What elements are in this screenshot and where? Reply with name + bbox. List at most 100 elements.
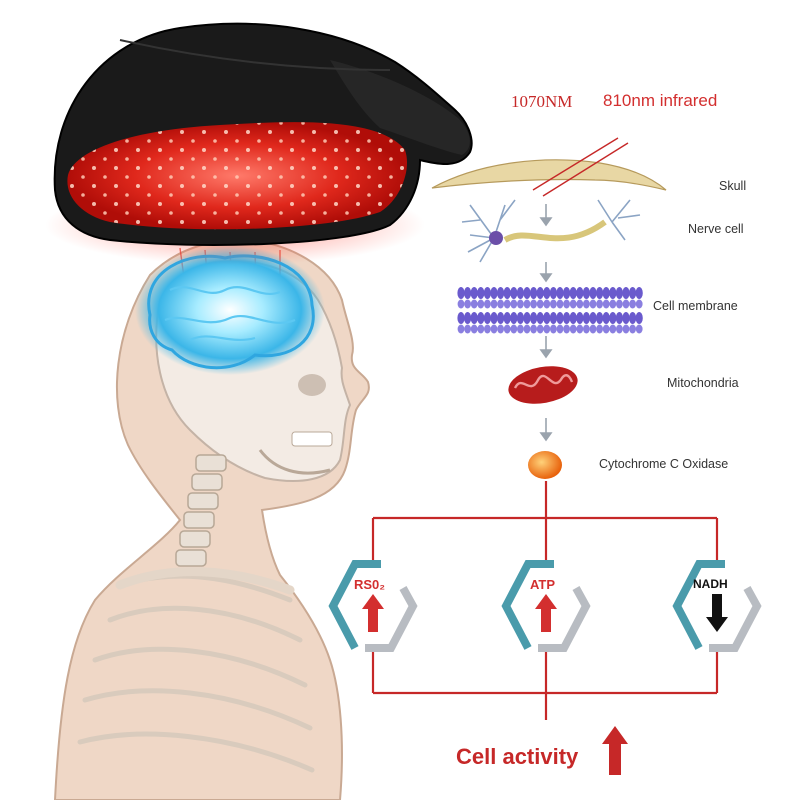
lipid-bead xyxy=(615,312,624,324)
lipid-bead xyxy=(457,299,465,309)
up-arrow-icon xyxy=(535,594,557,632)
lipid-bead xyxy=(503,324,511,334)
cell-activity-label: Cell activity xyxy=(456,744,579,769)
lipid-bead xyxy=(576,287,584,299)
skull-arc xyxy=(431,159,667,191)
lipid-bead xyxy=(629,299,636,309)
laser-cap xyxy=(53,22,473,246)
lipid-bead xyxy=(510,312,518,324)
eye-socket xyxy=(298,374,326,396)
lipid-bead xyxy=(635,299,643,309)
lipid-bead xyxy=(484,324,491,334)
lipid-bead xyxy=(576,324,584,334)
lipid-bead xyxy=(563,312,571,324)
indicator-0 xyxy=(328,560,418,652)
lipid-bead xyxy=(470,324,478,334)
indicator-1 xyxy=(501,560,591,652)
cap-brim xyxy=(330,60,470,155)
lipid-bead xyxy=(596,299,603,309)
spine xyxy=(175,454,227,567)
laser-line-2 xyxy=(542,142,629,197)
cell-membrane xyxy=(457,287,643,334)
lipid-bead xyxy=(477,299,485,309)
lipid-bead xyxy=(576,312,584,324)
lipid-bead xyxy=(477,324,485,334)
lipid-bead xyxy=(516,312,525,324)
lipid-bead xyxy=(510,324,518,334)
lipid-bead xyxy=(583,299,590,309)
lipid-bead xyxy=(596,324,603,334)
lipid-bead xyxy=(530,299,537,309)
lipid-bead xyxy=(602,299,610,309)
lipid-bead xyxy=(523,312,531,324)
lipid-bead xyxy=(609,287,617,299)
nerve-cell-label: Nerve cell xyxy=(688,222,744,236)
clavicle xyxy=(115,567,295,595)
lipid-bead xyxy=(497,299,504,309)
lipid-bead xyxy=(543,312,551,324)
lipid-bead xyxy=(589,312,597,324)
wavelength-1070nm-label: 1070NM xyxy=(511,92,573,111)
lipid-bead xyxy=(536,287,544,299)
indicator-group xyxy=(328,560,762,652)
cell-membrane-label: Cell membrane xyxy=(653,299,738,313)
lipid-bead xyxy=(530,312,538,324)
hexagon-teal-stroke xyxy=(501,560,554,650)
lipid-bead xyxy=(635,324,643,334)
jaw xyxy=(258,449,331,475)
lipid-bead xyxy=(543,299,551,309)
lipid-bead xyxy=(563,324,570,334)
lipid-bead xyxy=(556,324,564,334)
hexagon-gray-stroke xyxy=(538,586,591,652)
lipid-bead xyxy=(477,312,485,324)
lipid-bead xyxy=(497,324,504,334)
lipid-bead xyxy=(536,312,544,324)
lipid-bead xyxy=(464,324,471,334)
lipid-bead xyxy=(536,324,544,334)
lipid-bead xyxy=(484,299,491,309)
atp-indicator-label: ATP xyxy=(530,577,556,592)
lipid-bead xyxy=(543,287,551,299)
lipid-bead xyxy=(629,287,637,299)
cell-activity-up-arrow xyxy=(602,726,628,775)
lipid-bead xyxy=(569,287,577,299)
lipid-bead xyxy=(589,299,597,309)
lipid-bead xyxy=(523,324,531,334)
lipid-bead xyxy=(609,324,617,334)
lipid-bead xyxy=(523,299,531,309)
lipid-bead xyxy=(550,299,557,309)
lipid-bead xyxy=(622,287,630,299)
indicator-2 xyxy=(672,560,762,652)
lipid-bead xyxy=(556,312,564,324)
lipid-bead xyxy=(497,312,505,324)
ribcage xyxy=(77,573,315,773)
lipid-bead xyxy=(563,299,570,309)
lipid-bead xyxy=(589,287,597,299)
nerve-cell xyxy=(461,199,641,263)
lipid-bead xyxy=(609,312,617,324)
up-arrow-icon xyxy=(362,594,384,632)
lipid-bead xyxy=(616,324,623,334)
lipid-bead xyxy=(490,324,498,334)
connector-lines xyxy=(371,481,719,720)
lipid-bead xyxy=(543,324,551,334)
hexagon-teal-stroke xyxy=(672,560,725,650)
lipid-bead xyxy=(629,312,637,324)
lipid-bead xyxy=(517,324,524,334)
lipid-bead xyxy=(582,312,591,324)
lipid-bead xyxy=(483,287,491,299)
lipid-bead xyxy=(589,324,597,334)
lipid-bead xyxy=(490,299,498,309)
cytochrome-label: Cytochrome C Oxidase xyxy=(599,457,729,471)
hexagon-teal-stroke xyxy=(328,560,381,650)
cap-seam xyxy=(119,39,391,71)
lipid-bead xyxy=(464,287,472,299)
lipid-bead xyxy=(629,324,636,334)
lipid-bead xyxy=(457,287,465,299)
lipid-bead xyxy=(470,299,478,309)
lipid-bead xyxy=(550,324,557,334)
hexagon-gray-stroke xyxy=(709,586,762,652)
lipid-bead xyxy=(556,287,564,299)
lipid-bead xyxy=(582,287,591,299)
lipid-bead xyxy=(622,312,630,324)
